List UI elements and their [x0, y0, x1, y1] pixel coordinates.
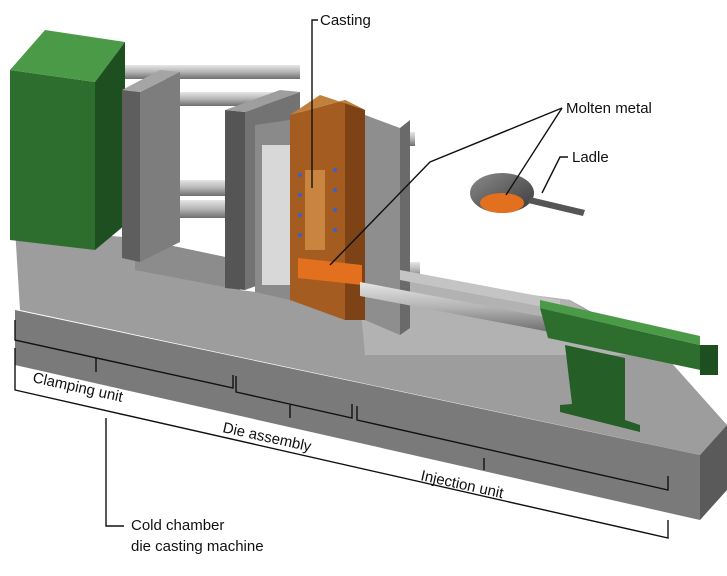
- die-assembly-parts: [255, 95, 365, 320]
- cover-platen: [365, 115, 410, 335]
- base-right-side: [700, 425, 727, 520]
- moving-platen-top: [122, 70, 180, 92]
- injection-rods: [360, 270, 560, 332]
- cooling-dot: [298, 193, 302, 197]
- cooling-dot: [298, 213, 302, 217]
- bracket-die: [235, 376, 353, 419]
- injection-cylinder-top: [540, 300, 700, 345]
- plunger-rod-upper: [400, 270, 560, 310]
- cooling-dot: [298, 173, 302, 177]
- cooling-dot: [298, 233, 302, 237]
- bracket-injection: [356, 406, 669, 491]
- ejector-platen-front: [225, 110, 245, 290]
- leader-lines: [311, 19, 568, 266]
- moving-platen: [122, 70, 180, 262]
- bracket-clamping: [14, 320, 234, 389]
- leader-ladle: [541, 156, 568, 194]
- moving-platen-front: [122, 90, 140, 262]
- bracket-machine-stem: [105, 418, 124, 527]
- injection-cylinder: [540, 300, 718, 432]
- ejector-platen-top: [225, 90, 300, 112]
- moving-platen-face: [140, 72, 180, 262]
- injection-cylinder-body: [540, 308, 710, 372]
- label-machine-line2: die casting machine: [131, 538, 264, 555]
- clamp-block-front: [10, 70, 95, 250]
- leader-casting: [311, 19, 318, 188]
- ladle-handle: [528, 197, 585, 216]
- cooling-dot: [333, 168, 337, 172]
- leader-molten-1: [505, 107, 563, 196]
- clamping-cylinder: [10, 30, 125, 250]
- label-casting: Casting: [320, 12, 371, 29]
- die-right-top: [290, 95, 365, 115]
- injection-end-cap: [700, 345, 718, 375]
- cover-platen-face: [365, 115, 400, 335]
- bracket-machine: [14, 348, 669, 539]
- clamp-block-side: [95, 42, 125, 250]
- cooling-dot: [333, 188, 337, 192]
- cooling-dot: [333, 228, 337, 232]
- clamp-block-top: [10, 30, 125, 82]
- label-machine-line1: Cold chamber: [131, 517, 224, 534]
- label-molten-metal: Molten metal: [566, 100, 652, 117]
- ladle-molten: [480, 193, 524, 213]
- injection-support: [560, 345, 640, 432]
- shot-sleeve-molten: [298, 258, 362, 285]
- die-cavity-frame: [262, 145, 292, 285]
- cooling-dots: [298, 168, 337, 237]
- ladle-group: [470, 173, 585, 216]
- leader-molten-2: [329, 107, 563, 266]
- plunger-rod: [360, 282, 550, 332]
- cooling-dot: [333, 208, 337, 212]
- label-ladle: Ladle: [572, 149, 609, 166]
- bracket-lines: [14, 320, 669, 539]
- casting-part: [305, 170, 325, 250]
